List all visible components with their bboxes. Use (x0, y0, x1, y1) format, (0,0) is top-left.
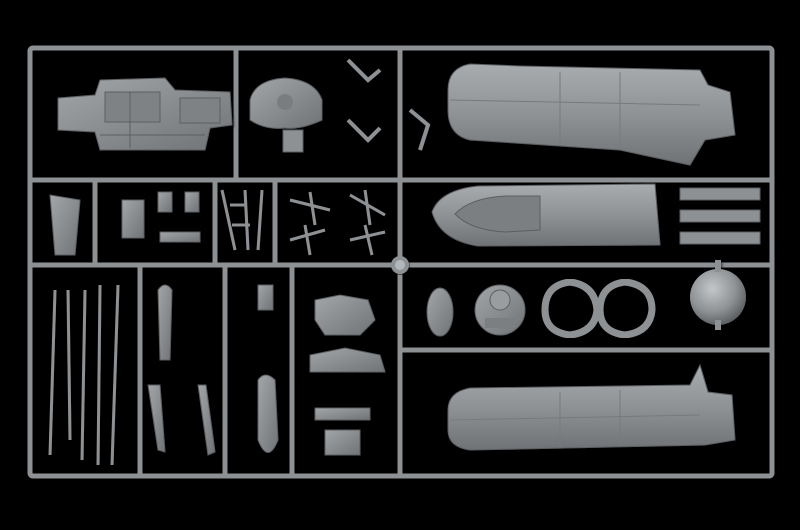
oval-part (426, 287, 454, 337)
fuselage-half-top (447, 63, 736, 166)
cockpit-floor-part (57, 77, 233, 151)
drop-tank-part (147, 284, 216, 456)
spinner-dome-part (690, 260, 746, 330)
instrument-panel-part (249, 77, 323, 153)
sprue-frame (27, 45, 775, 479)
cowl-rings-part (541, 278, 656, 339)
long-rod-parts (48, 284, 120, 466)
fuselage-half-bottom (447, 363, 736, 451)
sprue-gate-marker (391, 256, 409, 274)
small-parts-left (49, 191, 201, 256)
turret-ring-part (474, 284, 526, 336)
strut-parts (346, 58, 431, 151)
bomb-part (257, 284, 279, 453)
control-parts (220, 189, 264, 251)
propeller-parts (289, 189, 386, 256)
fuselage-bottom-part (431, 183, 661, 247)
seat-parts (309, 294, 386, 456)
panel-strips (679, 187, 761, 245)
